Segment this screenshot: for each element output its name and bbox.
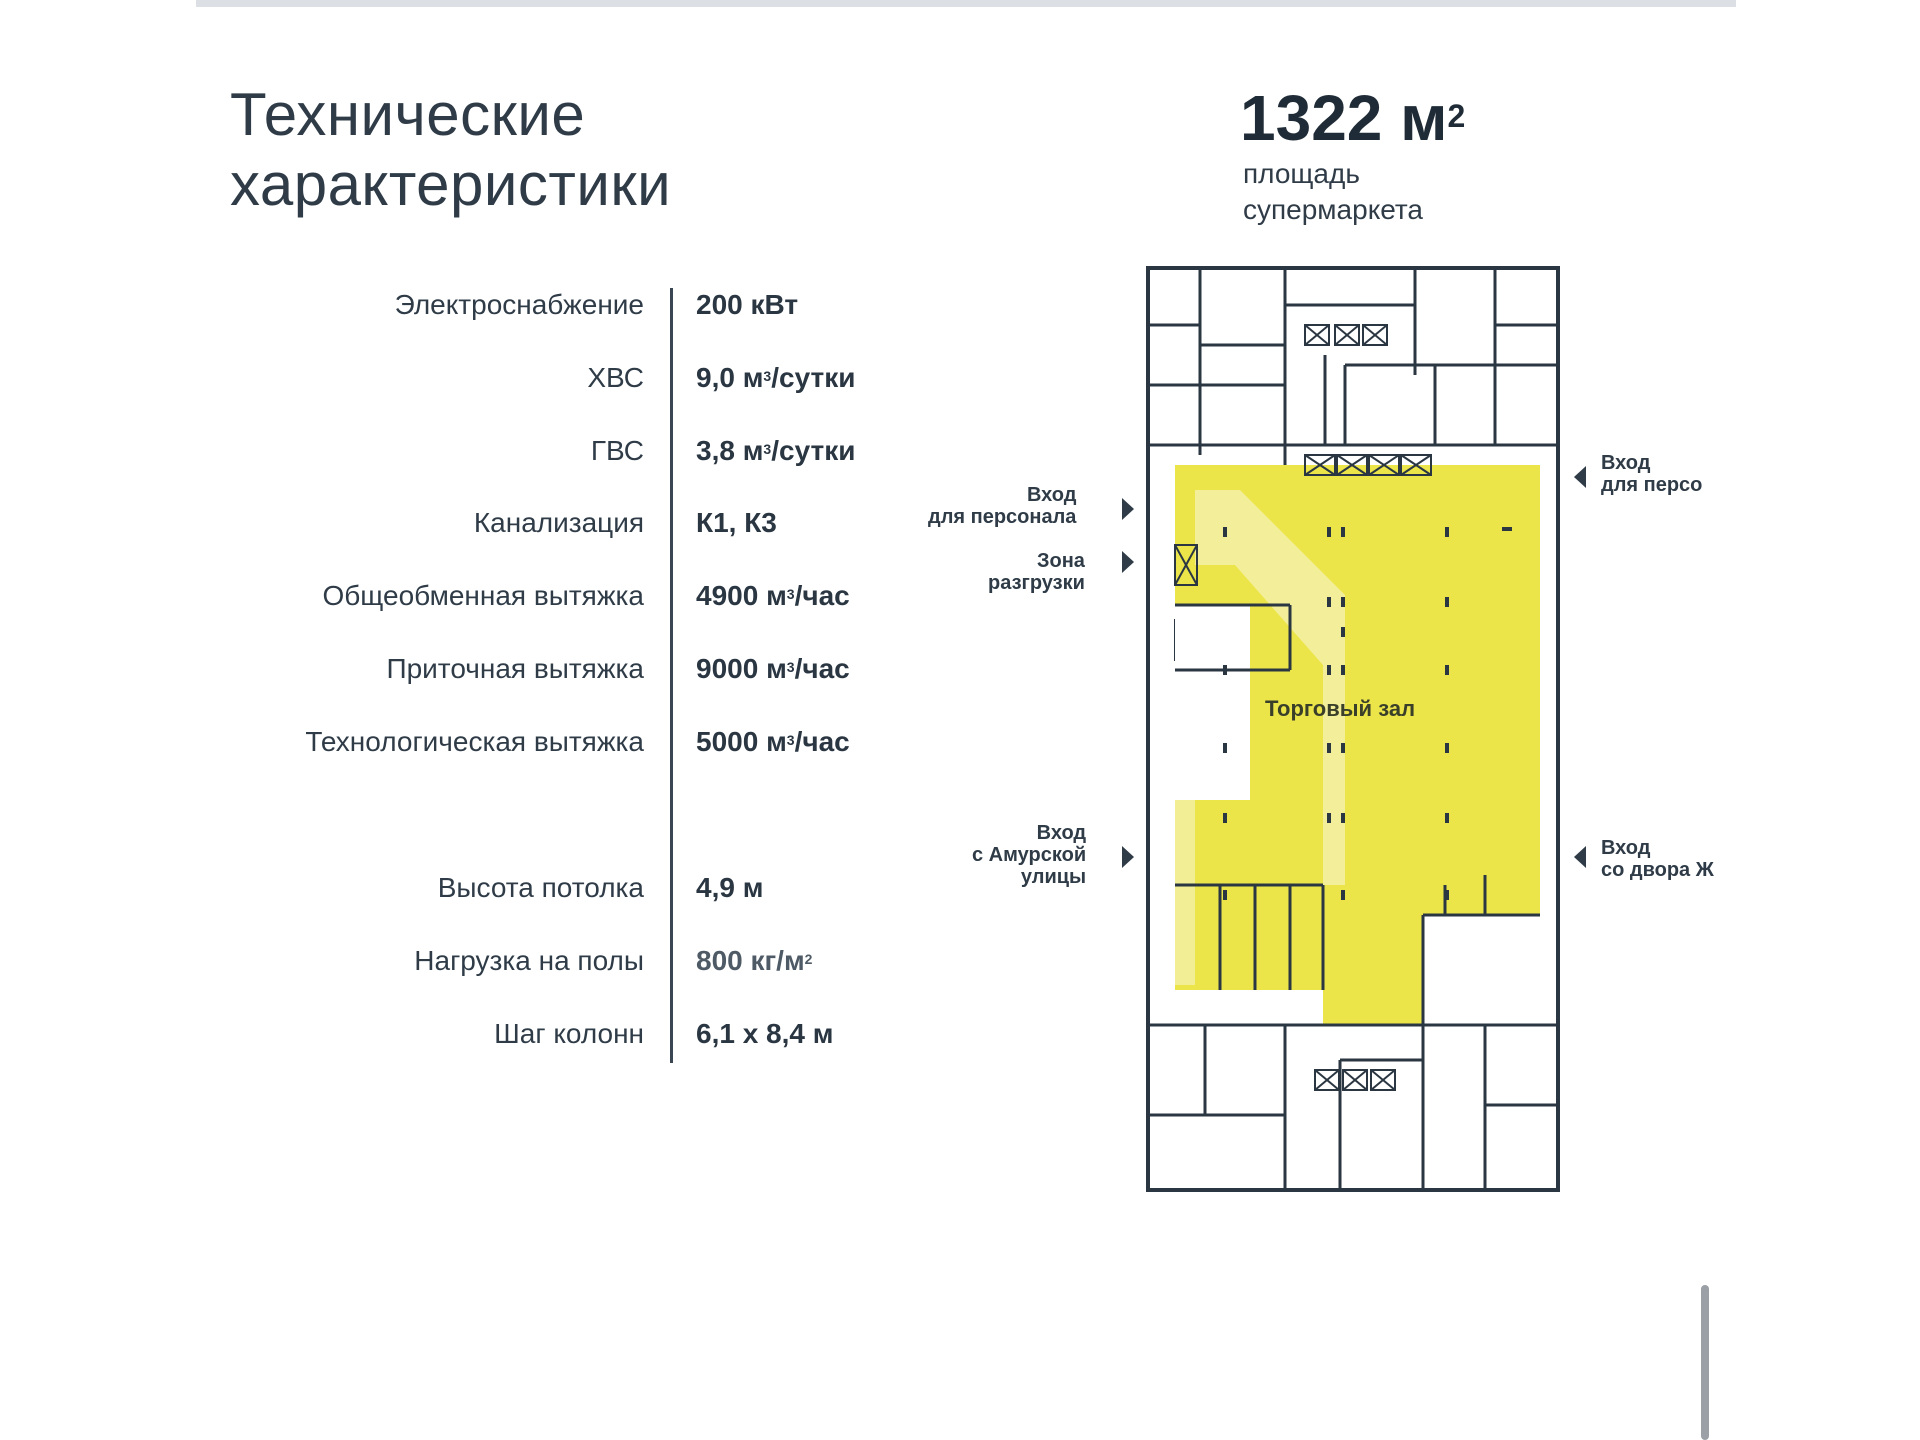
entrance-staff-right-label: Вход для персо xyxy=(1601,452,1702,496)
top-divider xyxy=(196,0,1736,7)
unloading-zone-line-1: Зона xyxy=(1036,550,1085,572)
spec-value-sup: 2 xyxy=(804,951,813,967)
spec-value: 9000 м3/час xyxy=(696,649,850,689)
spec-label: Приточная вытяжка xyxy=(386,653,644,684)
bottom-elevators xyxy=(1314,1069,1396,1091)
spec-value: 3,8 м3/сутки xyxy=(696,431,855,471)
columns xyxy=(1223,527,1512,900)
spec-label: Шаг колонн xyxy=(494,1018,644,1049)
spec-value-main: 6,1 х 8,4 м xyxy=(696,1018,834,1049)
unloading-zone-arrow-icon xyxy=(1122,551,1134,573)
entrance-staff-right-line-2: для персо xyxy=(1601,474,1703,496)
spec-label: ГВС xyxy=(590,435,644,466)
scrollbar[interactable] xyxy=(1701,1285,1709,1440)
spec-label: ХВС xyxy=(587,362,644,393)
spec-value-tail: /час xyxy=(794,580,850,611)
spec-value-main: 800 кг/м xyxy=(696,945,805,976)
entrance-staff-left-label: Вход для персонала xyxy=(928,484,1076,528)
entrance-street-line-2: с Амурской xyxy=(972,844,1087,866)
title-line-2: характеристики xyxy=(230,151,672,218)
spec-row: Приточная вытяжка 9000 м3/час xyxy=(0,649,900,689)
spec-value-main: 5000 м xyxy=(696,726,787,757)
entrance-staff-left-line-2: для персонала xyxy=(928,506,1077,528)
outer-wall xyxy=(1146,266,1560,1192)
spec-label: Электроснабжение xyxy=(394,289,644,320)
spec-value-main: 3,8 м xyxy=(696,435,764,466)
entrance-street-line-3: улицы xyxy=(1020,866,1087,888)
spec-value: 5000 м3/час xyxy=(696,722,850,762)
spec-value-sup: 3 xyxy=(786,732,795,748)
area-number: 1322 м xyxy=(1240,82,1448,154)
spec-label: Технологическая вытяжка xyxy=(305,726,644,757)
hall-highlight xyxy=(1195,490,1345,885)
spec-value-tail: /час xyxy=(794,726,850,757)
entrance-yard-arrow-icon xyxy=(1574,846,1586,868)
entrance-staff-left-line-1: Вход xyxy=(1026,484,1077,506)
spec-value-main: 4,9 м xyxy=(696,872,764,903)
area-caption-line-1: площадь xyxy=(1243,158,1360,189)
area-unit-sup: 2 xyxy=(1447,98,1466,134)
spec-value: 200 кВт xyxy=(696,285,798,325)
unloading-zone-label: Зона разгрузки xyxy=(988,550,1085,594)
spec-value-sup: 3 xyxy=(763,441,772,457)
spec-label: Общеобменная вытяжка xyxy=(322,580,644,611)
spec-row: Нагрузка на полы 800 кг/м2 xyxy=(0,941,900,981)
entrance-yard-line-1: Вход xyxy=(1601,837,1651,859)
spec-value: 6,1 х 8,4 м xyxy=(696,1014,833,1054)
spec-label: Канализация xyxy=(473,507,644,538)
inner-room xyxy=(1175,603,1292,800)
spec-row: Шаг колонн 6,1 х 8,4 м xyxy=(0,1014,900,1054)
spec-value-sup: 3 xyxy=(786,659,795,675)
spec-value-tail: /сутки xyxy=(771,362,856,393)
spec-row: ГВС 3,8 м3/сутки xyxy=(0,431,900,471)
spec-value-main: 9000 м xyxy=(696,653,787,684)
area-value: 1322 м2 xyxy=(1240,78,1465,158)
spec-row: Высота потолка 4,9 м xyxy=(0,868,900,908)
spec-row: Электроснабжение 200 кВт xyxy=(0,285,900,325)
upper-rooms xyxy=(1148,268,1558,465)
spec-row: Общеобменная вытяжка 4900 м3/час xyxy=(0,576,900,616)
unloading-zone-line-2: разгрузки xyxy=(988,572,1085,594)
spec-value: 9,0 м3/сутки xyxy=(696,358,855,398)
entrance-street-label: Вход с Амурской улицы xyxy=(972,822,1086,888)
spec-value-tail: /час xyxy=(794,653,850,684)
lower-cells xyxy=(1148,875,1558,1190)
floor-plan-drawing xyxy=(1146,266,1560,1192)
spec-value-main: К1, К3 xyxy=(696,507,777,538)
title-line-1: Технические xyxy=(230,81,586,148)
entrance-staff-right-line-1: Вход xyxy=(1601,452,1651,474)
spec-value: К1, К3 xyxy=(696,503,777,543)
trading-hall-label: Торговый зал xyxy=(1265,696,1416,721)
spec-divider xyxy=(670,288,673,1063)
entrance-street-line-1: Вход xyxy=(1036,822,1087,844)
spec-label: Высота потолка xyxy=(437,872,644,903)
spec-value: 4,9 м xyxy=(696,868,763,908)
spec-value-main: 9,0 м xyxy=(696,362,764,393)
spec-label: Нагрузка на полы xyxy=(414,945,644,976)
page-title: Технические характеристики xyxy=(230,80,671,220)
spec-row: Технологическая вытяжка 5000 м3/час xyxy=(0,722,900,762)
entrance-yard-label: Вход со двора Ж xyxy=(1601,837,1714,881)
area-caption-line-2: супермаркета xyxy=(1243,194,1423,225)
entrance-yard-line-2: со двора Ж xyxy=(1601,859,1714,881)
spec-value: 800 кг/м2 xyxy=(696,941,812,981)
spec-row: Канализация К1, К3 xyxy=(0,503,900,543)
spec-value-sup: 3 xyxy=(786,586,795,602)
entrance-street-arrow-icon xyxy=(1122,846,1134,868)
floor-plan xyxy=(1145,265,1565,1195)
entrance-staff-right-arrow-icon xyxy=(1574,466,1586,488)
spec-value-sup: 3 xyxy=(763,368,772,384)
spec-value-tail: /сутки xyxy=(771,435,856,466)
top-elevators xyxy=(1304,324,1388,346)
spec-value-main: 4900 м xyxy=(696,580,787,611)
spec-value: 4900 м3/час xyxy=(696,576,850,616)
entrance-staff-left-arrow-icon xyxy=(1122,498,1134,520)
area-caption: площадь супермаркета xyxy=(1243,156,1423,228)
spec-value-main: 200 кВт xyxy=(696,289,799,320)
spec-row: ХВС 9,0 м3/сутки xyxy=(0,358,900,398)
